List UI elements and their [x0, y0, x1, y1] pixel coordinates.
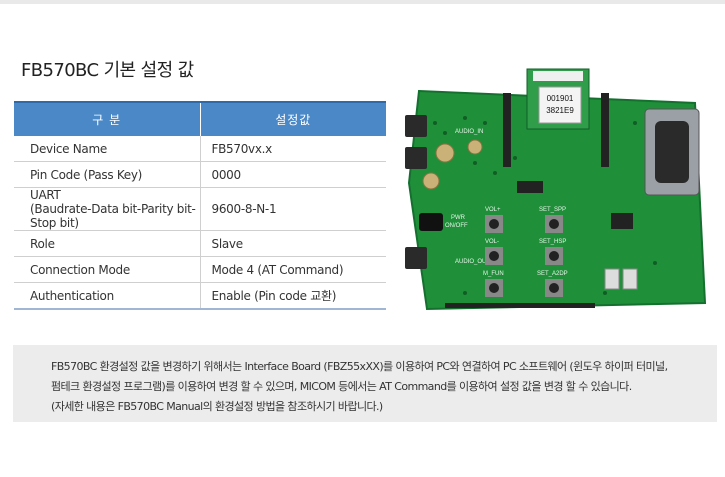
row-value: FB570vx.x [200, 136, 386, 162]
note-line-2: 펌테크 환경설정 프로그램)를 이용하여 변경 할 수 있으며, MICOM 등… [51, 380, 632, 393]
board-photo: 001901 3821E9 AUDIO_IN AUDIO_OUT PWR ON/… [405, 68, 707, 311]
row-value: 9600-8-N-1 [200, 187, 386, 231]
table-row: Connection Mode Mode 4 (AT Command) [14, 256, 386, 283]
row-value: Enable (Pin code 교환) [200, 282, 386, 310]
header-value: 설정값 [200, 101, 386, 136]
capacitor [435, 143, 455, 163]
label-audio-in: AUDIO_IN [455, 129, 483, 135]
power-switch [419, 213, 443, 231]
label-set-spp: SET_SPP [539, 207, 566, 213]
table-row: UART(Baudrate-Data bit-Parity bit-Stop b… [14, 187, 386, 231]
pin-header-left [503, 93, 511, 167]
row-value: 0000 [200, 161, 386, 188]
header-category: 구 분 [14, 101, 201, 136]
table-row: Role Slave [14, 230, 386, 257]
pin-header-bottom [445, 303, 595, 308]
label-m-fun: M_FUN [483, 271, 504, 277]
capacitor [422, 172, 440, 190]
table-row: Authentication Enable (Pin code 교환) [14, 282, 386, 310]
capacitor [467, 139, 483, 155]
row-key-line1: UART [30, 188, 61, 202]
note-line-1: FB570BC 환경설정 값을 변경하기 위해서는 Interface Boar… [51, 360, 668, 373]
push-buttons [485, 215, 563, 297]
label-vol-dn: VOL- [485, 239, 499, 245]
label-pwr: PWR [451, 215, 466, 221]
table-row: Device Name FB570vx.x [14, 136, 386, 162]
ic-chip [604, 268, 620, 290]
serial-connector-inner [655, 121, 689, 183]
chip-label-1: 001901 [547, 94, 574, 103]
row-key: Authentication [14, 282, 201, 310]
label-onoff: ON/OFF [445, 223, 468, 229]
row-key: Pin Code (Pass Key) [14, 161, 201, 188]
label-vol-up: VOL+ [485, 207, 501, 213]
pin-header-right [601, 93, 609, 167]
table-row: Pin Code (Pass Key) 0000 [14, 161, 386, 188]
label-audio-out: AUDIO_OUT [455, 259, 490, 265]
ic-chip [611, 213, 633, 229]
bt-module-antenna [533, 71, 583, 81]
row-key-line2: (Baudrate-Data bit-Parity bit-Stop bit) [30, 202, 196, 230]
row-key: UART(Baudrate-Data bit-Parity bit-Stop b… [14, 187, 201, 231]
ic-chip [517, 181, 543, 193]
table-header-row: 구 분 설정값 [14, 101, 386, 136]
row-key: Role [14, 230, 201, 257]
row-key: Connection Mode [14, 256, 201, 283]
row-key: Device Name [14, 136, 201, 162]
top-divider [0, 0, 725, 4]
bt-chip [538, 86, 582, 124]
audio-jack-3 [405, 247, 427, 269]
label-set-hsp: SET_HSP [539, 239, 566, 245]
audio-jack-1 [405, 115, 427, 137]
audio-jack-2 [405, 147, 427, 169]
settings-table: 구 분 설정값 Device Name FB570vx.x Pin Code (… [14, 101, 386, 310]
page-title: FB570BC 기본 설정 값 [21, 60, 194, 81]
row-value: Slave [200, 230, 386, 257]
label-set-a2dp: SET_A2DP [537, 271, 568, 277]
info-note: FB570BC 환경설정 값을 변경하기 위해서는 Interface Boar… [13, 345, 717, 422]
chip-label-2: 3821E9 [546, 106, 574, 115]
ic-chip [622, 268, 638, 290]
note-line-3: (자세한 내용은 FB570BC Manual의 환경설정 방법을 참조하시기 … [51, 400, 383, 413]
row-value: Mode 4 (AT Command) [200, 256, 386, 283]
